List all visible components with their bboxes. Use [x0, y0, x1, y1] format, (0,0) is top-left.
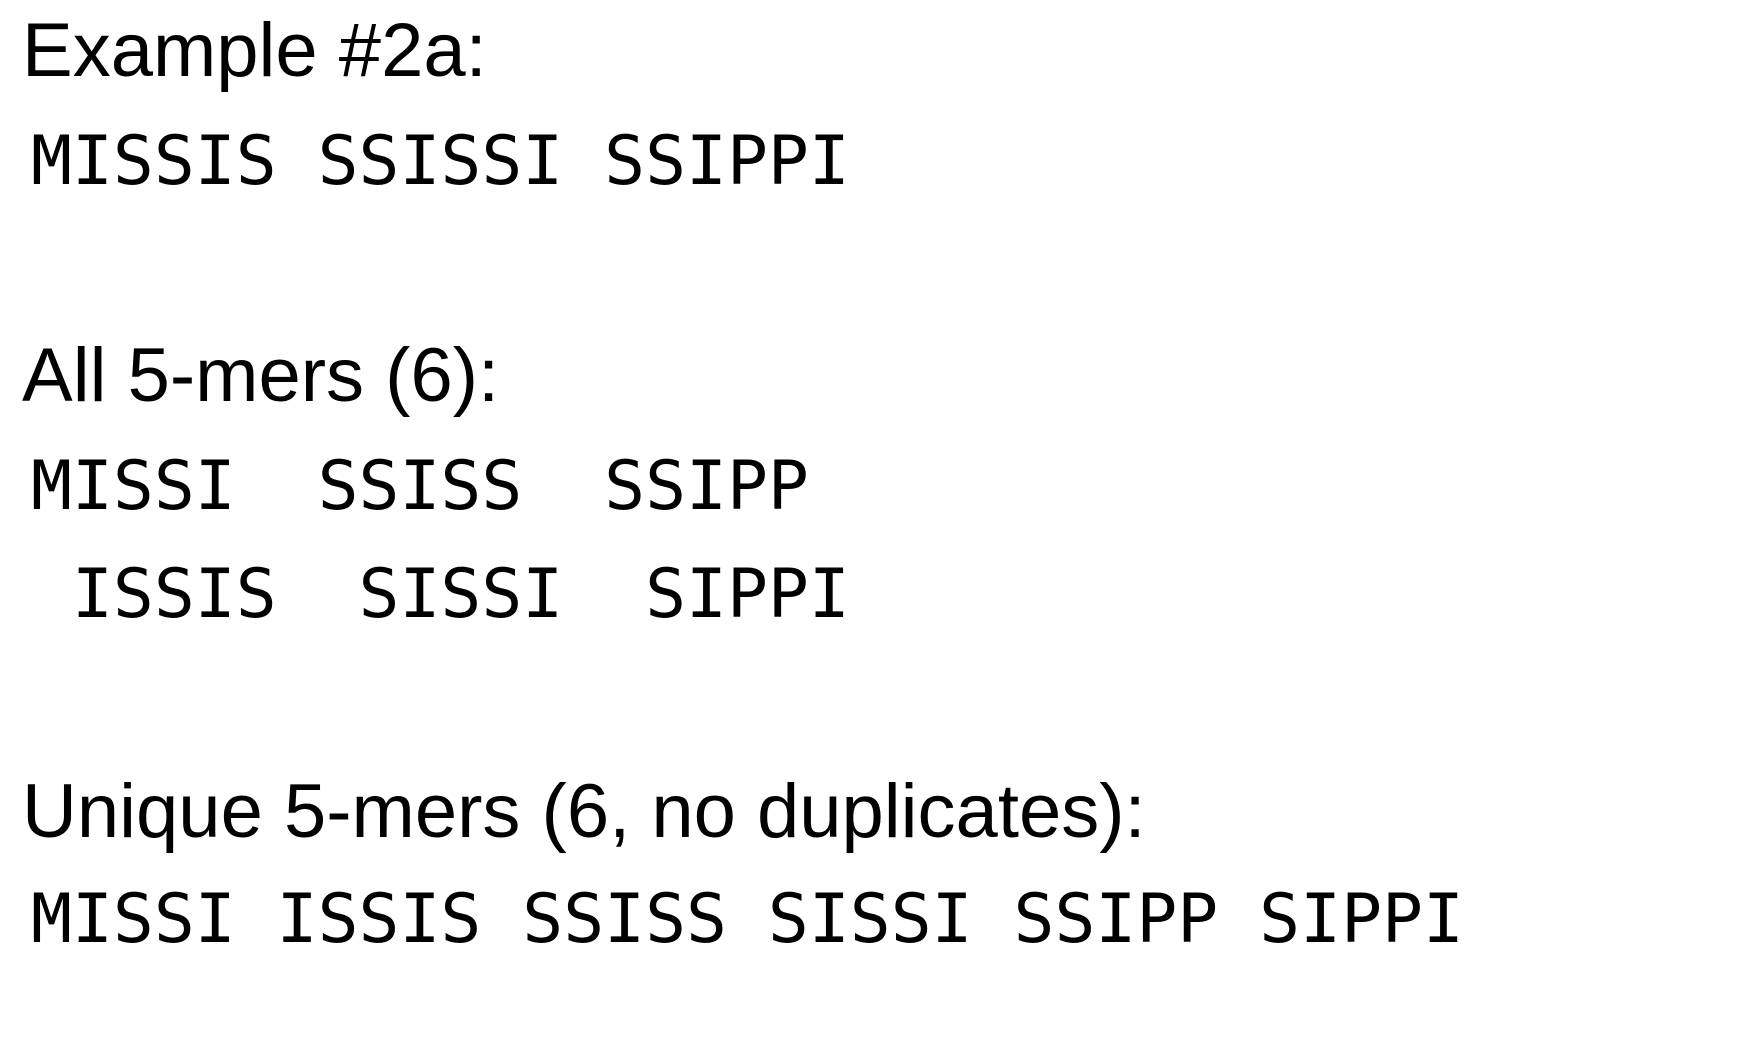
heading-example-2a: Example #2a:	[22, 8, 487, 93]
heading-all-5mers: All 5-mers (6):	[22, 333, 500, 418]
unique-kmer-list: MISSI ISSIS SSISS SISSI SSIPP SIPPI	[31, 880, 1464, 959]
heading-unique-5mers: Unique 5-mers (6, no duplicates):	[22, 769, 1146, 854]
source-sequence-line: MISSIS SSISSI SSIPPI	[31, 122, 850, 201]
kmer-row-2: ISSIS SISSI SIPPI	[31, 555, 850, 634]
kmer-row-1: MISSI SSISS SSIPP	[31, 447, 809, 526]
